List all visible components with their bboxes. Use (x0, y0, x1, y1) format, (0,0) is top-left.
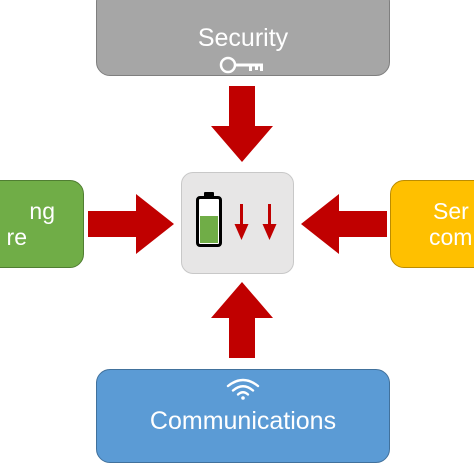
arrow-right-from-left-box (88, 194, 174, 254)
arrow-up-from-communications (211, 282, 273, 358)
right-box-line2: com (429, 224, 473, 250)
down-arrows-icon (234, 203, 276, 240)
wifi-icon (225, 378, 261, 405)
security-label: Security (197, 24, 289, 52)
arrow-down-from-security (211, 86, 273, 162)
left-box-line1: ng (29, 197, 55, 224)
right-box-line1: Ser (433, 197, 469, 224)
security-box: Security (96, 0, 390, 76)
battery-icon (195, 191, 222, 247)
arrow-left-from-right-box (301, 194, 387, 254)
left-box: ng re (0, 180, 84, 268)
left-box-line2: re (6, 224, 27, 250)
communications-box: Communications (96, 369, 390, 463)
right-box: Ser com (390, 180, 474, 268)
key-icon (219, 55, 267, 80)
communications-label: Communications (149, 407, 337, 436)
energy-center-box (181, 172, 294, 274)
